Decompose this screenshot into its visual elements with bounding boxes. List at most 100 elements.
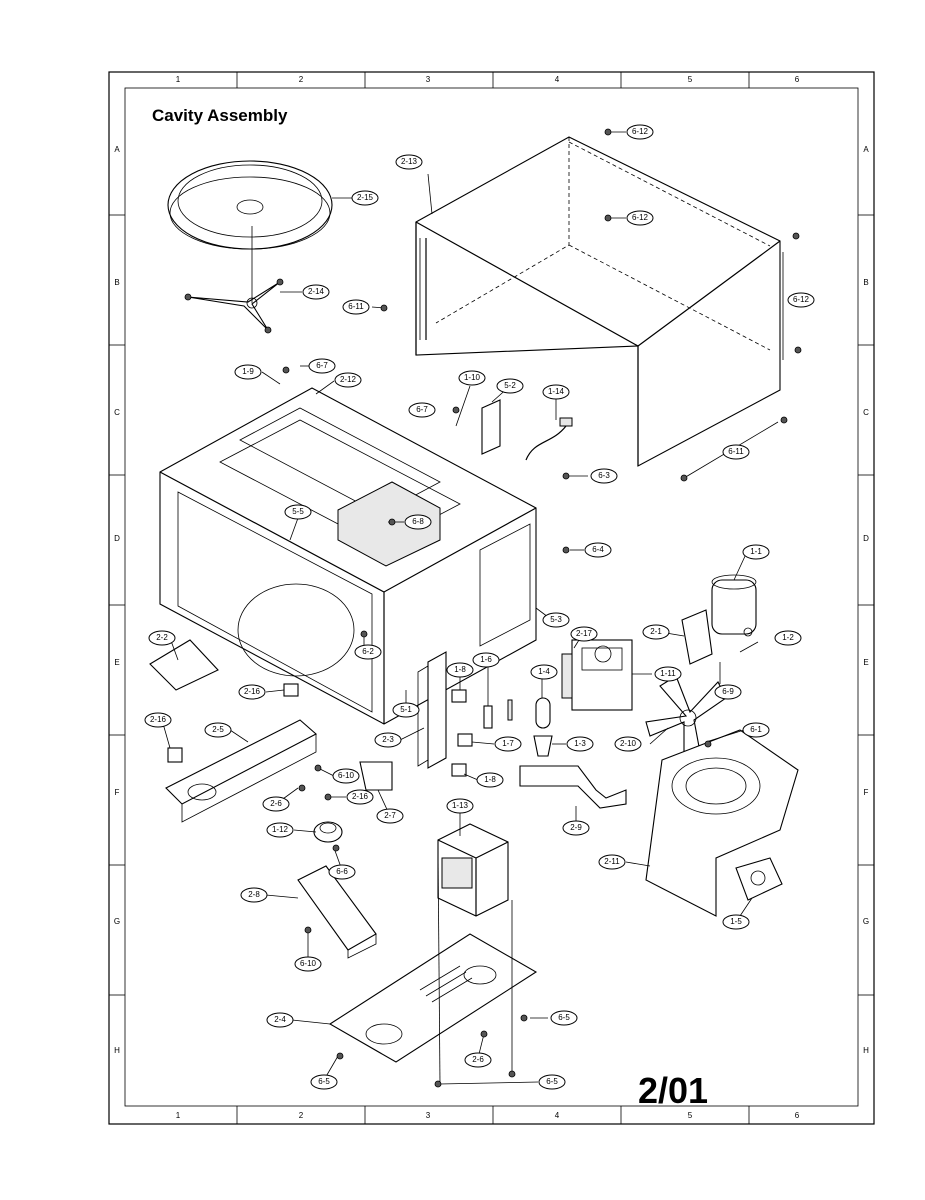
grid-col-6-bottom: 6: [795, 1111, 800, 1120]
callout-1-6: 1-6: [472, 652, 500, 668]
magnetron: [561, 639, 633, 711]
hv-transformer: [437, 823, 509, 917]
base-plate: [328, 933, 538, 1063]
callout-text: 6-10: [338, 771, 355, 780]
callout-1-2: 1-2: [774, 630, 802, 646]
grid-row-g-right: G: [863, 917, 869, 926]
callout-1-7: 1-7: [494, 736, 522, 752]
callout-2-4: 2-4: [266, 1012, 294, 1028]
callout-text: 2-17: [576, 629, 593, 638]
callout-text: 2-1: [650, 627, 662, 636]
insulation-sheet: [481, 399, 501, 455]
grid-row-d-left: D: [114, 534, 120, 543]
callout-1-14: 1-14: [542, 384, 570, 400]
callout-2-12: 2-12: [334, 372, 362, 388]
callout-text: 1-5: [730, 917, 742, 926]
grid-row-f-left: F: [115, 788, 120, 797]
callout-2-6-b: 2-6: [464, 1052, 492, 1068]
callout-6-7-a: 6-7: [308, 358, 336, 374]
callout-text: 1-14: [548, 387, 565, 396]
callout-2-8: 2-8: [240, 887, 268, 903]
callout-1-3: 1-3: [566, 736, 594, 752]
callout-1-9: 1-9: [234, 364, 262, 380]
callout-text: 2-16: [244, 687, 261, 696]
grid-row-a-right: A: [863, 145, 869, 154]
grid-row-h-left: H: [114, 1046, 120, 1055]
callout-5-2: 5-2: [496, 378, 524, 394]
grid-col-1-top: 1: [176, 75, 181, 84]
callout-2-3: 2-3: [374, 732, 402, 748]
callout-text: 6-8: [412, 517, 424, 526]
callout-text: 6-1: [750, 725, 762, 734]
callout-text: 1-12: [272, 825, 289, 834]
callout-text: 5-3: [550, 615, 562, 624]
callout-2-16-c: 2-16: [346, 789, 374, 805]
callout-text: 6-12: [632, 213, 649, 222]
callout-text: 2-10: [620, 739, 637, 748]
grid-row-c-right: C: [863, 408, 869, 417]
callout-6-5-a: 6-5: [550, 1010, 578, 1026]
callout-text: 6-10: [300, 959, 317, 968]
callout-2-7: 2-7: [376, 808, 404, 824]
callout-6-4: 6-4: [584, 542, 612, 558]
rubber-feet: [167, 683, 299, 763]
outer-case: [415, 136, 781, 467]
capacitor-bracket: [681, 609, 713, 665]
callout-6-5-b: 6-5: [310, 1074, 338, 1090]
screws: [282, 128, 802, 1088]
door-hook-plate: [359, 761, 393, 791]
grid-row-d-right: D: [863, 534, 869, 543]
grid-bottom: [236, 1106, 750, 1124]
callout-6-3: 6-3: [590, 468, 618, 484]
callout-2-1: 2-1: [642, 624, 670, 640]
callout-text: 2-6: [472, 1055, 484, 1064]
callout-text: 2-16: [352, 792, 369, 801]
grid-col-5-top: 5: [688, 75, 693, 84]
page-code: 2/01: [638, 1070, 708, 1111]
callout-6-9: 6-9: [714, 684, 742, 700]
callout-text: 6-4: [592, 545, 604, 554]
callout-2-14: 2-14: [302, 284, 330, 300]
callout-1-8-b: 1-8: [476, 772, 504, 788]
callout-text: 6-7: [316, 361, 328, 370]
callout-text: 1-13: [452, 801, 469, 810]
callout-text: 2-12: [340, 375, 357, 384]
callout-2-16-a: 2-16: [238, 684, 266, 700]
grid-col-4-bottom: 4: [555, 1111, 560, 1120]
callout-text: 1-9: [242, 367, 254, 376]
grid-row-h-right: H: [863, 1046, 869, 1055]
grid-row-e-right: E: [863, 658, 868, 667]
callout-text: 6-11: [348, 302, 364, 311]
callout-text: 6-11: [728, 447, 744, 456]
callout-2-15: 2-15: [351, 190, 379, 206]
grid-row-e-left: E: [114, 658, 119, 667]
callout-text: 5-5: [292, 507, 304, 516]
callout-text: 2-11: [604, 857, 620, 866]
callout-5-5: 5-5: [284, 504, 312, 520]
callout-6-7-b: 6-7: [408, 402, 436, 418]
callout-text: 1-8: [484, 775, 496, 784]
callout-6-12-b: 6-12: [626, 210, 654, 226]
callout-text: 6-12: [793, 295, 810, 304]
callout-2-13: 2-13: [395, 154, 423, 170]
lamp-bracket: [519, 765, 627, 809]
grid-row-c-left: C: [114, 408, 120, 417]
oven-lamp: [533, 697, 553, 757]
grid-row-b-left: B: [114, 278, 119, 287]
callout-text: 6-5: [318, 1077, 330, 1086]
callout-text: 6-3: [598, 471, 610, 480]
callout-2-6-a: 2-6: [262, 796, 290, 812]
callout-6-11-a: 6-11: [342, 299, 370, 315]
callout-text: 1-8: [454, 665, 466, 674]
callout-text: 6-6: [336, 867, 348, 876]
waveguide-cover: [149, 639, 219, 691]
oven-cavity: [159, 387, 537, 725]
callout-1-5: 1-5: [722, 914, 750, 930]
fan-motor: [735, 857, 783, 901]
grid-left: [109, 214, 125, 996]
grid-row-b-right: B: [863, 278, 868, 287]
grid-col-5-bottom: 5: [688, 1111, 693, 1120]
latch-bracket: [417, 651, 447, 769]
callout-text: 6-12: [632, 127, 649, 136]
